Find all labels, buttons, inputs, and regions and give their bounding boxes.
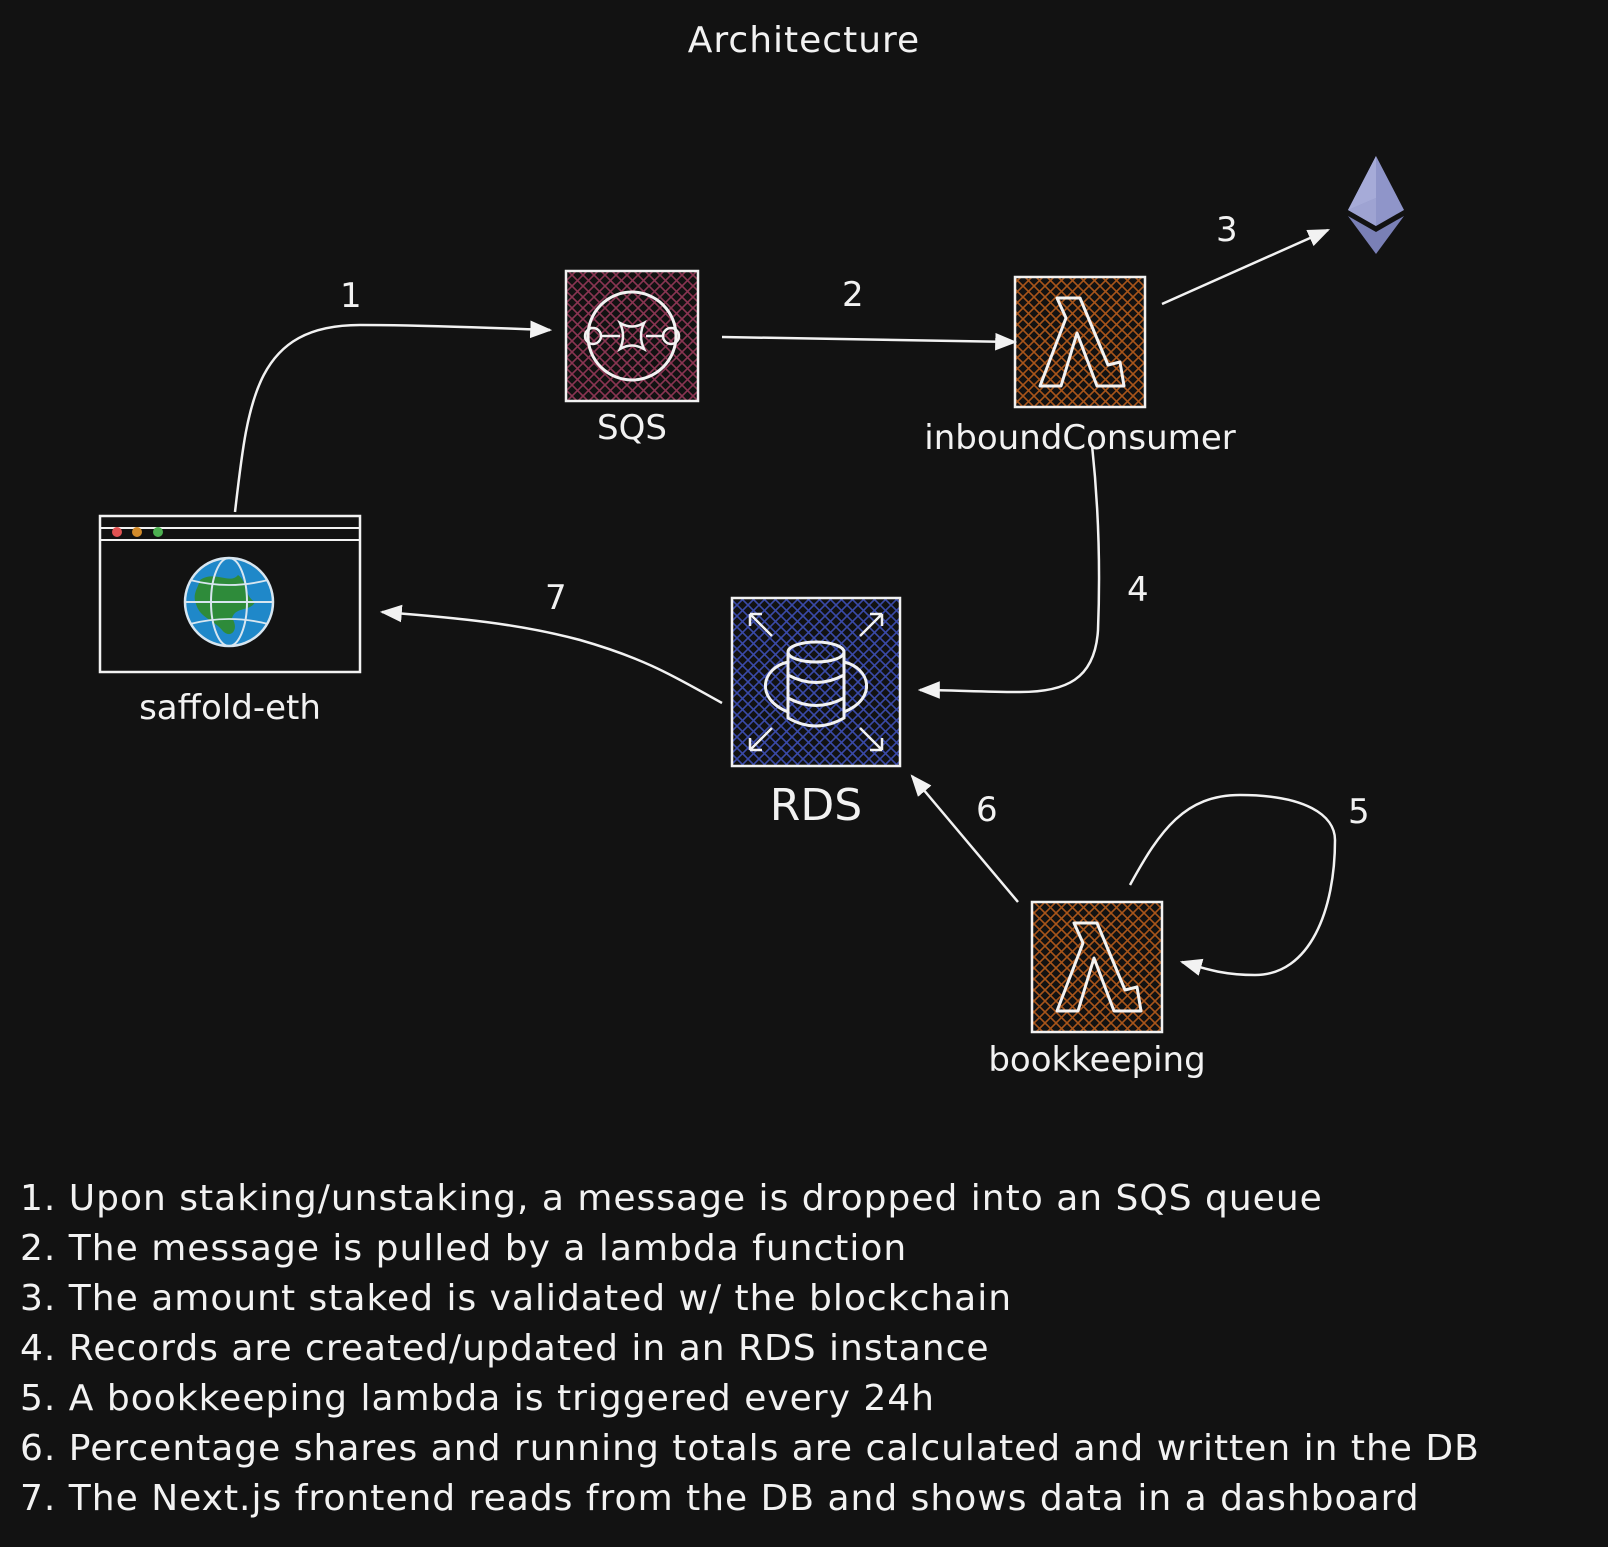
edge-2-arrow (721, 332, 1018, 351)
step-1: 1. Upon staking/unstaking, a message is … (20, 1178, 1323, 1219)
diagram-title: Architecture (687, 20, 921, 61)
edge-3-arrow (1161, 228, 1331, 306)
inbound-consumer-label: inboundConsumer (924, 418, 1236, 458)
step-2: 2. The message is pulled by a lambda fun… (20, 1228, 908, 1269)
database-icon (748, 612, 884, 752)
lambda-icon (1055, 921, 1143, 1013)
edge-label-6: 6 (976, 790, 998, 830)
edge-4-arrow (917, 444, 1101, 699)
lambda-icon (1038, 296, 1126, 388)
edge-5-arrow (1128, 793, 1337, 977)
bookkeeping-label: bookkeeping (988, 1040, 1206, 1080)
sqs-node (564, 269, 700, 403)
edge-label-2: 2 (842, 275, 864, 315)
step-5: 5. A bookkeeping lambda is triggered eve… (20, 1378, 935, 1419)
edge-label-3: 3 (1216, 210, 1238, 250)
bookkeeping-node (1030, 900, 1164, 1034)
sqs-label: SQS (597, 408, 667, 448)
inbound-consumer-node (1013, 275, 1147, 409)
frontend-label: saffold-eth (139, 688, 321, 728)
edge-1-arrow (233, 320, 553, 513)
step-6: 6. Percentage shares and running totals … (20, 1428, 1480, 1469)
globe-icon (183, 556, 275, 648)
frontend-node (98, 514, 362, 674)
rds-label: RDS (769, 780, 863, 831)
edge-6-arrow (910, 774, 1019, 903)
rds-node (730, 596, 902, 768)
ethereum-icon (1348, 156, 1404, 254)
edge-label-4: 4 (1127, 570, 1149, 610)
sqs-queue-icon (583, 290, 681, 382)
edge-label-1: 1 (340, 276, 362, 316)
window-controls-icon (112, 527, 163, 537)
steps-list: 1. Upon staking/unstaking, a message is … (20, 1174, 1600, 1524)
step-3: 3. The amount staked is validated w/ the… (20, 1278, 1013, 1319)
edge-label-7: 7 (545, 578, 567, 618)
step-7: 7. The Next.js frontend reads from the D… (20, 1478, 1420, 1519)
edge-7-arrow (379, 604, 723, 705)
edge-label-5: 5 (1348, 792, 1370, 832)
step-4: 4. Records are created/updated in an RDS… (20, 1328, 990, 1369)
